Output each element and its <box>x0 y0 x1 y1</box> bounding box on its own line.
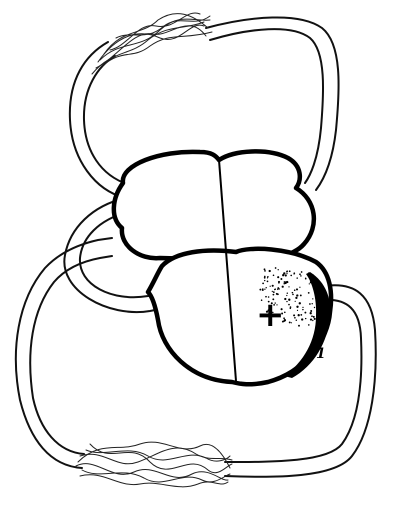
plus-marker: + <box>256 295 285 335</box>
atria-outline <box>114 151 314 260</box>
lower-capillary-network <box>76 442 232 487</box>
heart <box>114 151 331 384</box>
upper-capillary-network <box>92 13 212 74</box>
label-number: 1 <box>316 346 326 362</box>
